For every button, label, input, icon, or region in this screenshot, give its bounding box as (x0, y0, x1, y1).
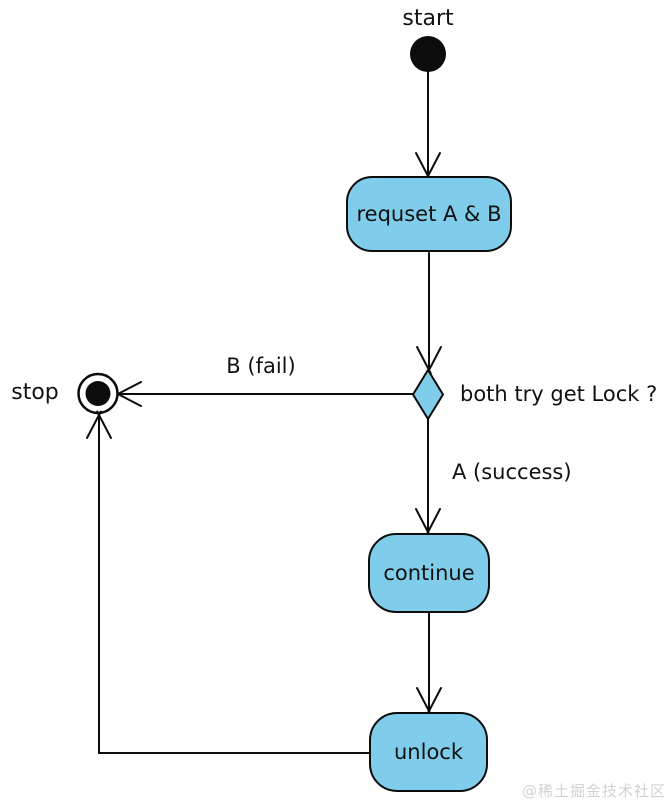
decision-label: both try get Lock ? (460, 382, 658, 406)
activity-node-unlock-label: unlock (393, 740, 463, 764)
arrowhead-down-icon (425, 152, 441, 181)
edge-decision-stop (113, 381, 414, 407)
edge-decision-continue (415, 418, 441, 537)
edge-continue-unlock (416, 612, 442, 716)
activity-node-request: requset A & B (346, 176, 512, 252)
activity-node-unlock: unlock (369, 712, 488, 792)
stop-label: stop (11, 380, 59, 405)
edge-request-decision (416, 252, 442, 375)
edge-success-label: A (success) (452, 460, 572, 484)
arrowhead-down-icon (426, 687, 442, 716)
activity-node-continue: continue (368, 533, 490, 613)
edge-start-request (415, 70, 441, 181)
arrowhead-down-icon (426, 346, 442, 375)
arrowhead-down-icon (425, 508, 441, 537)
decision-diamond (411, 368, 445, 421)
start-label: start (402, 6, 454, 31)
activity-node-continue-label: continue (383, 561, 475, 585)
edge-fail-label: B (fail) (226, 354, 296, 378)
arrowhead-left-icon (113, 391, 142, 407)
arrowhead-up-icon (96, 410, 112, 439)
edge-unlock-stop (86, 410, 370, 754)
stop-node-inner-circle (85, 381, 111, 406)
watermark: @稀土掘金技术社区 (521, 782, 666, 800)
activity-node-request-label: requset A & B (356, 202, 502, 226)
start-node-circle (410, 36, 446, 72)
